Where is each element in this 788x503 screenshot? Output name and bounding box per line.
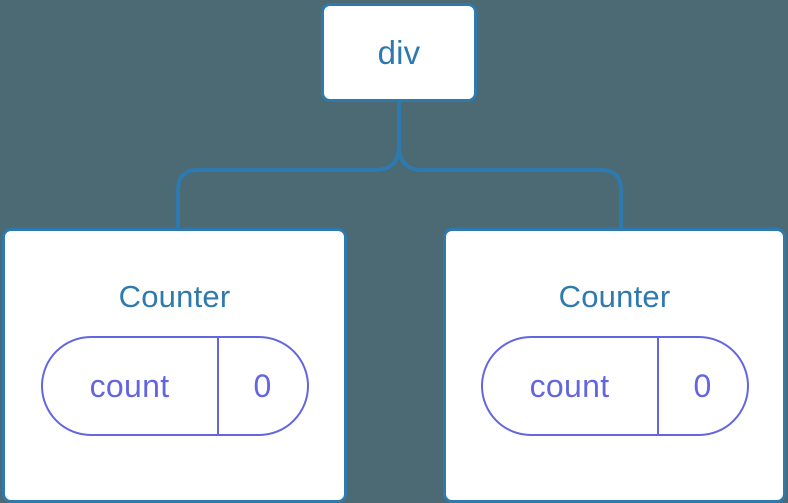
node-div-label: div	[377, 34, 421, 71]
state-key-right-label: count	[529, 368, 610, 404]
connector-right-branch	[397, 102, 623, 230]
node-counter-right-label: Counter	[558, 279, 671, 314]
state-value-right-label: 0	[693, 368, 712, 404]
state-key-left-label: count	[89, 368, 170, 404]
node-counter-left[interactable]: Counter count 0	[2, 228, 347, 503]
state-value-left-label: 0	[253, 368, 272, 404]
state-key-right: count	[483, 338, 659, 434]
node-div[interactable]: div	[321, 3, 477, 102]
state-pill-left[interactable]: count 0	[40, 336, 309, 436]
state-key-left: count	[43, 338, 219, 434]
state-value-left: 0	[219, 338, 307, 434]
state-pill-right[interactable]: count 0	[480, 336, 749, 436]
connector-left-branch	[176, 102, 401, 230]
node-counter-right[interactable]: Counter count 0	[443, 228, 786, 503]
state-value-right: 0	[659, 338, 747, 434]
node-counter-left-label: Counter	[118, 279, 231, 314]
